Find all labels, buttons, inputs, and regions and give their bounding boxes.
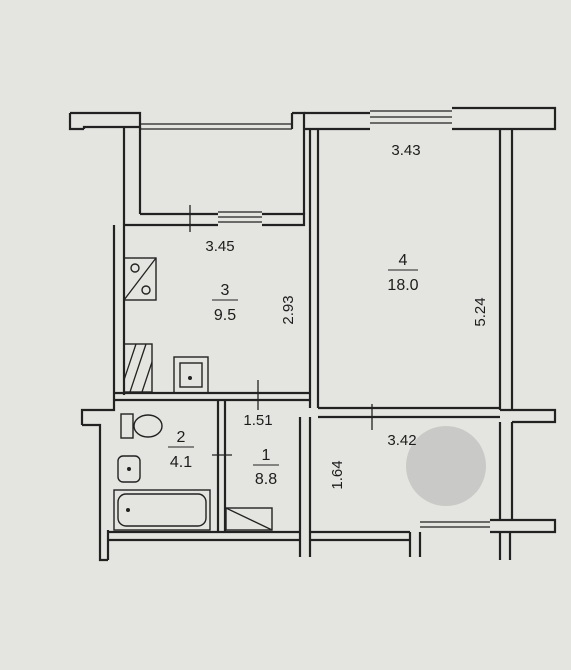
room-bath-label: 2 4.1: [168, 429, 194, 471]
toilet-fixture: [120, 413, 163, 439]
bathtub-fixture: [113, 489, 211, 531]
room-living-label: 4 18.0: [387, 252, 418, 294]
dimension-kitchen-top: 3.45: [205, 238, 234, 255]
room-number: 3: [221, 282, 230, 299]
dimension-hall-top: 1.51: [243, 412, 272, 429]
room-area: 18.0: [387, 277, 418, 294]
room-hall-label: 1 8.8: [253, 447, 279, 488]
room-number: 1: [262, 447, 271, 464]
fixtures: [113, 257, 273, 531]
room-area: 9.5: [214, 307, 236, 324]
dimension-hall-side: 1.64: [329, 460, 346, 489]
kitchen-cabinet: [123, 343, 153, 393]
room-area: 8.8: [255, 471, 277, 488]
bathroom-sink-fixture: [117, 455, 141, 483]
room-labels: 3 9.5 4 18.0 2 4.1 1 8.8: [168, 252, 419, 488]
dimension-living-top: 3.43: [391, 142, 420, 159]
hall-shelf: [225, 507, 273, 531]
dimension-labels: 3.43 3.45 2.93 5.24 1.51 3.42 1.64: [205, 142, 489, 490]
stove-fixture: [123, 257, 157, 301]
redacted-mark: [406, 426, 486, 506]
room-number: 2: [177, 429, 186, 446]
kitchen-sink-fixture: [173, 356, 209, 394]
room-kitchen-label: 3 9.5: [212, 282, 238, 324]
dimension-living-side: 5.24: [472, 297, 489, 326]
room-area: 4.1: [170, 454, 192, 471]
dimension-living-bottom: 3.42: [387, 432, 416, 449]
interior-walls: [114, 205, 500, 532]
exterior-walls: [68, 106, 557, 562]
room-number: 4: [399, 252, 408, 269]
dimension-kitchen-side: 2.93: [280, 295, 297, 324]
